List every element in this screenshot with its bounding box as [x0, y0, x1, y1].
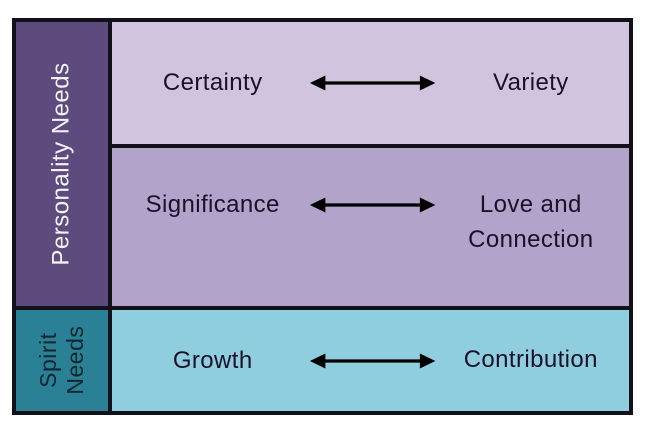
needs-matrix: Personality Needs Certainty Variety Sign…	[12, 18, 633, 415]
need-significance: Significance	[145, 191, 280, 218]
double-arrow-icon	[309, 71, 436, 95]
row-certainty-variety: Certainty Variety	[112, 22, 629, 148]
row-group-spirit-needs: Spirit Needs	[16, 310, 112, 411]
need-certainty: Certainty	[162, 69, 263, 96]
need-growth: Growth	[172, 346, 253, 374]
need-variety: Variety	[492, 68, 569, 96]
need-love-and-connection: Love and Connection	[468, 191, 594, 253]
double-arrow-icon	[309, 349, 436, 373]
row-significance-love: Significance Love and Connection	[112, 148, 629, 310]
row-growth-contribution: Growth Contribution	[112, 310, 629, 411]
row-group-personality-needs: Personality Needs	[16, 22, 112, 310]
personality-needs-label: Personality Needs	[48, 62, 76, 266]
double-arrow-icon	[309, 193, 436, 217]
need-contribution: Contribution	[463, 346, 598, 374]
spirit-needs-label: Spirit Needs	[34, 326, 88, 395]
